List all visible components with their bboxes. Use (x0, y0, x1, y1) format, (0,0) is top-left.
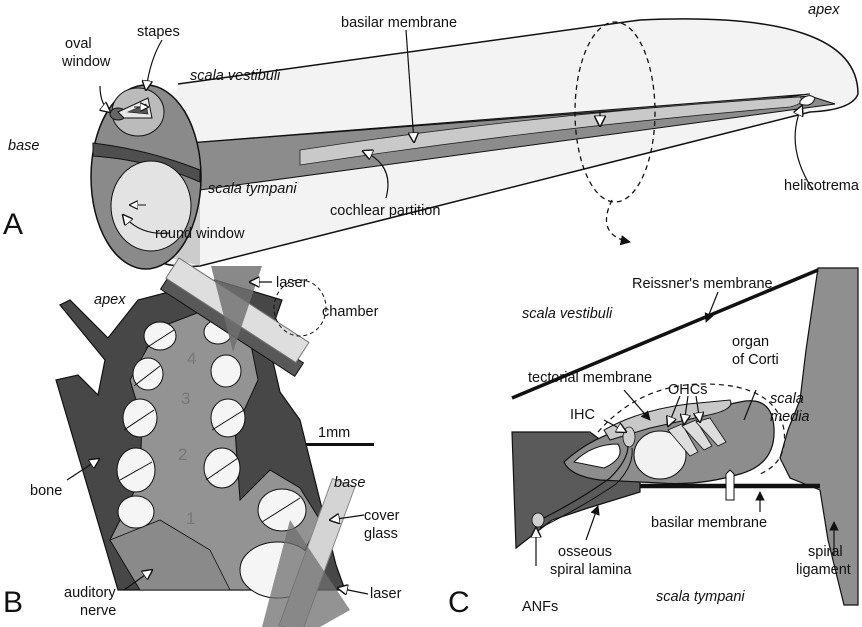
oval-window-label-1: oval (65, 36, 92, 52)
turn-chamber (258, 489, 306, 531)
panel-c: C Reissner's membrane scala vestibuli or… (448, 268, 858, 619)
panel-a: A oval window stapes basilar membrane ap… (3, 2, 860, 269)
chamber-leader (317, 296, 322, 302)
reissners-leader (706, 292, 718, 322)
oval-window-label-2: window (61, 54, 111, 70)
turn-chamber (117, 448, 155, 492)
laser-bottom-leader (338, 588, 368, 594)
b-cover-glass-label-1: cover (364, 508, 400, 524)
turn-chamber (118, 496, 154, 528)
turn-number-2: 2 (178, 445, 187, 464)
panel-a-letter: A (3, 208, 23, 241)
spiral-ligament-label-2: ligament (796, 562, 851, 578)
b-bone-label: bone (30, 483, 62, 499)
zoom-dashed-arrow (606, 200, 630, 242)
scala-media-label-2: media (770, 409, 810, 425)
cochlear-partition-label: cochlear partition (330, 203, 440, 219)
c-basilar-membrane-label: basilar membrane (651, 515, 767, 531)
organ-of-corti-label-1: organ (732, 334, 769, 350)
b-cover-glass-label-2: glass (364, 526, 398, 542)
apex-label: apex (808, 2, 840, 18)
b-chamber-label: chamber (322, 304, 379, 320)
scala-tympani-label: scala tympani (208, 181, 297, 197)
panel-b-letter: B (3, 586, 23, 619)
turn-chamber (133, 358, 163, 390)
helicotrema-label: helicotrema (784, 178, 860, 194)
scala-vestibuli-label: scala vestibuli (190, 68, 281, 84)
b-auditory-nerve-label-1: auditory (64, 585, 116, 601)
b-laser-bottom-label: laser (370, 586, 402, 602)
reissners-membrane-label: Reissner's membrane (632, 276, 773, 292)
osseous-label-1: osseous (558, 544, 612, 560)
stapes-leader (146, 40, 162, 90)
b-auditory-nerve-label-2: nerve (80, 603, 116, 619)
osseous-label-2: spiral lamina (550, 562, 632, 578)
basilar-membrane-label: basilar membrane (341, 15, 457, 31)
turn-number-4: 4 (187, 349, 196, 368)
scala-media-label-1: scala (770, 391, 804, 407)
round-window-label: round window (155, 226, 245, 242)
panel-b: B 4 3 2 1 apex laser chamber bone 1mm ba… (3, 258, 402, 627)
basilar-motion-arrow (726, 470, 734, 500)
turn-number-1: 1 (186, 509, 195, 528)
turn-chamber (211, 355, 241, 387)
b-apex-label: apex (94, 292, 126, 308)
inner-hair-cell (623, 427, 635, 447)
tectorial-membrane-label: tectorial membrane (528, 370, 652, 386)
spiral-ligament-label-1: spiral (808, 544, 843, 560)
osseous-leader (586, 506, 598, 540)
b-laser-top-label: laser (276, 275, 308, 291)
c-scala-tympani-label: scala tympani (656, 589, 745, 605)
anf-cell-body (532, 513, 544, 527)
b-scale-bar-label: 1mm (318, 425, 350, 441)
organ-of-corti-label-2: of Corti (732, 352, 779, 368)
oval-window-leader (100, 86, 110, 112)
ihc-label: IHC (570, 407, 595, 423)
turn-number-3: 3 (181, 389, 190, 408)
ohcs-label: OHCs (668, 382, 707, 398)
anfs-label: ANFs (522, 599, 558, 615)
turn-chamber (204, 448, 240, 488)
panel-c-letter: C (448, 586, 470, 619)
scale-bar (306, 443, 374, 446)
stapes-label: stapes (137, 24, 180, 40)
b-base-label: base (334, 475, 365, 491)
c-scala-vestibuli-label: scala vestibuli (522, 306, 613, 322)
turn-chamber (211, 399, 245, 437)
turn-chamber (123, 399, 157, 437)
base-label: base (8, 138, 39, 154)
